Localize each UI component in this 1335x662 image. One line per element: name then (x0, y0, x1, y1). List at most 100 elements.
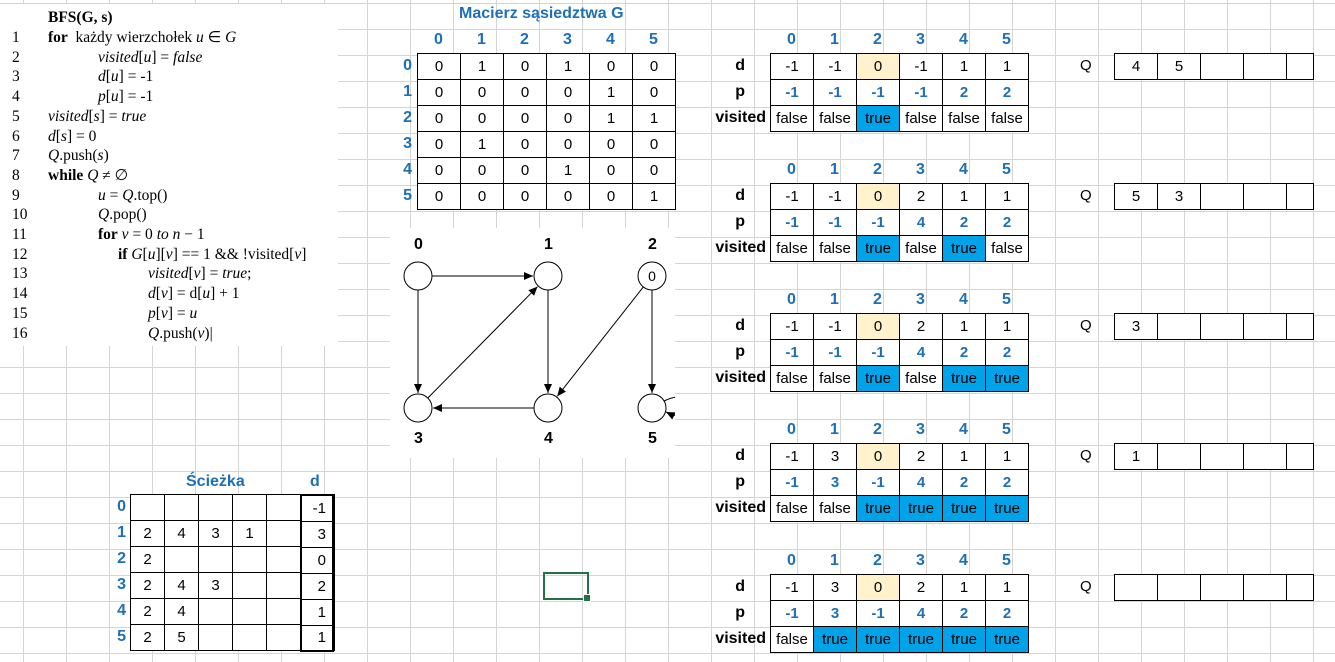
adjacency-cell[interactable]: 0 (417, 79, 461, 106)
p-cell[interactable]: 2 (942, 79, 986, 106)
d-cell[interactable]: -1 (770, 53, 814, 80)
queue-cell[interactable]: 4 (1114, 53, 1158, 80)
d-cell[interactable]: 2 (899, 574, 943, 601)
queue-cell[interactable]: 3 (1114, 313, 1158, 340)
path-cell[interactable]: 2 (130, 624, 165, 651)
p-cell[interactable]: 4 (899, 600, 943, 627)
queue-cell[interactable] (1157, 313, 1201, 340)
d-cell[interactable]: 0 (856, 313, 900, 340)
queue-cell[interactable]: 5 (1114, 183, 1158, 210)
path-cell[interactable] (266, 624, 301, 651)
queue-cell[interactable] (1200, 313, 1244, 340)
adjacency-cell[interactable]: 0 (417, 105, 461, 132)
selected-cell[interactable] (543, 572, 591, 602)
p-cell[interactable]: 2 (942, 209, 986, 236)
p-cell[interactable]: 2 (985, 469, 1029, 496)
adjacency-cell[interactable]: 0 (417, 53, 461, 80)
p-cell[interactable]: 2 (942, 339, 986, 366)
path-cell[interactable]: 4 (164, 598, 199, 625)
d-cell[interactable]: -1 (770, 574, 814, 601)
queue-cell[interactable] (1157, 443, 1201, 470)
adjacency-cell[interactable]: 0 (460, 105, 504, 132)
path-cell[interactable] (266, 494, 301, 521)
path-cell[interactable] (130, 494, 165, 521)
p-cell[interactable]: 2 (985, 79, 1029, 106)
adjacency-cell[interactable]: 0 (503, 53, 547, 80)
adjacency-cell[interactable]: 0 (460, 157, 504, 184)
adjacency-cell[interactable]: 0 (503, 183, 547, 210)
p-cell[interactable]: -1 (770, 600, 814, 627)
visited-cell[interactable]: false (770, 235, 814, 262)
d-cell[interactable]: 1 (985, 443, 1029, 470)
path-cell[interactable]: 1 (232, 520, 267, 547)
path-cell[interactable] (198, 598, 233, 625)
queue-cell[interactable] (1157, 574, 1201, 601)
visited-cell[interactable]: true (942, 235, 986, 262)
adjacency-cell[interactable]: 1 (589, 105, 633, 132)
adjacency-cell[interactable]: 0 (503, 131, 547, 158)
path-d-cell[interactable]: 1 (300, 624, 334, 652)
adjacency-cell[interactable]: 0 (589, 131, 633, 158)
path-cell[interactable] (232, 494, 267, 521)
p-cell[interactable]: -1 (770, 339, 814, 366)
d-cell[interactable]: 1 (942, 313, 986, 340)
path-cell[interactable]: 5 (164, 624, 199, 651)
adjacency-cell[interactable]: 1 (589, 79, 633, 106)
visited-cell[interactable]: false (813, 235, 857, 262)
visited-cell[interactable]: false (770, 365, 814, 392)
p-cell[interactable]: -1 (813, 79, 857, 106)
d-cell[interactable]: 1 (985, 313, 1029, 340)
p-cell[interactable]: 2 (985, 209, 1029, 236)
path-cell[interactable]: 3 (198, 520, 233, 547)
d-cell[interactable]: 3 (813, 443, 857, 470)
adjacency-cell[interactable]: 1 (546, 157, 590, 184)
d-cell[interactable]: 2 (899, 313, 943, 340)
path-cell[interactable] (266, 546, 301, 573)
p-cell[interactable]: -1 (813, 339, 857, 366)
p-cell[interactable]: 4 (899, 209, 943, 236)
visited-cell[interactable]: true (813, 626, 857, 653)
adjacency-cell[interactable]: 0 (589, 183, 633, 210)
p-cell[interactable]: -1 (856, 79, 900, 106)
visited-cell[interactable]: true (899, 495, 943, 522)
d-cell[interactable]: 1 (942, 443, 986, 470)
path-cell[interactable]: 2 (130, 520, 165, 547)
d-cell[interactable]: -1 (813, 313, 857, 340)
adjacency-cell[interactable]: 0 (546, 183, 590, 210)
p-cell[interactable]: 2 (985, 339, 1029, 366)
queue-cell[interactable] (1200, 183, 1244, 210)
d-cell[interactable]: 1 (942, 183, 986, 210)
p-cell[interactable]: -1 (770, 469, 814, 496)
p-cell[interactable]: 3 (813, 469, 857, 496)
adjacency-cell[interactable]: 0 (417, 157, 461, 184)
adjacency-cell[interactable]: 0 (503, 157, 547, 184)
visited-cell[interactable]: false (813, 105, 857, 132)
p-cell[interactable]: -1 (899, 79, 943, 106)
queue-cell[interactable] (1243, 574, 1287, 601)
adjacency-cell[interactable]: 0 (460, 183, 504, 210)
adjacency-cell[interactable]: 0 (589, 157, 633, 184)
d-cell[interactable]: 3 (813, 574, 857, 601)
queue-cell[interactable] (1286, 574, 1314, 601)
path-cell[interactable] (232, 624, 267, 651)
path-cell[interactable] (232, 546, 267, 573)
d-cell[interactable]: -1 (813, 53, 857, 80)
queue-cell[interactable] (1200, 53, 1244, 80)
visited-cell[interactable]: false (813, 365, 857, 392)
adjacency-cell[interactable]: 0 (632, 53, 676, 80)
visited-cell[interactable]: false (770, 495, 814, 522)
visited-cell[interactable]: true (942, 365, 986, 392)
visited-cell[interactable]: true (942, 626, 986, 653)
p-cell[interactable]: 3 (813, 600, 857, 627)
path-cell[interactable]: 4 (164, 572, 199, 599)
queue-cell[interactable] (1243, 53, 1287, 80)
path-cell[interactable]: 2 (130, 572, 165, 599)
adjacency-cell[interactable]: 1 (546, 53, 590, 80)
adjacency-cell[interactable]: 1 (460, 53, 504, 80)
p-cell[interactable]: 4 (899, 339, 943, 366)
path-cell[interactable]: 2 (130, 546, 165, 573)
adjacency-cell[interactable]: 0 (417, 183, 461, 210)
path-cell[interactable]: 2 (130, 598, 165, 625)
adjacency-cell[interactable]: 0 (632, 131, 676, 158)
queue-cell[interactable] (1286, 313, 1314, 340)
